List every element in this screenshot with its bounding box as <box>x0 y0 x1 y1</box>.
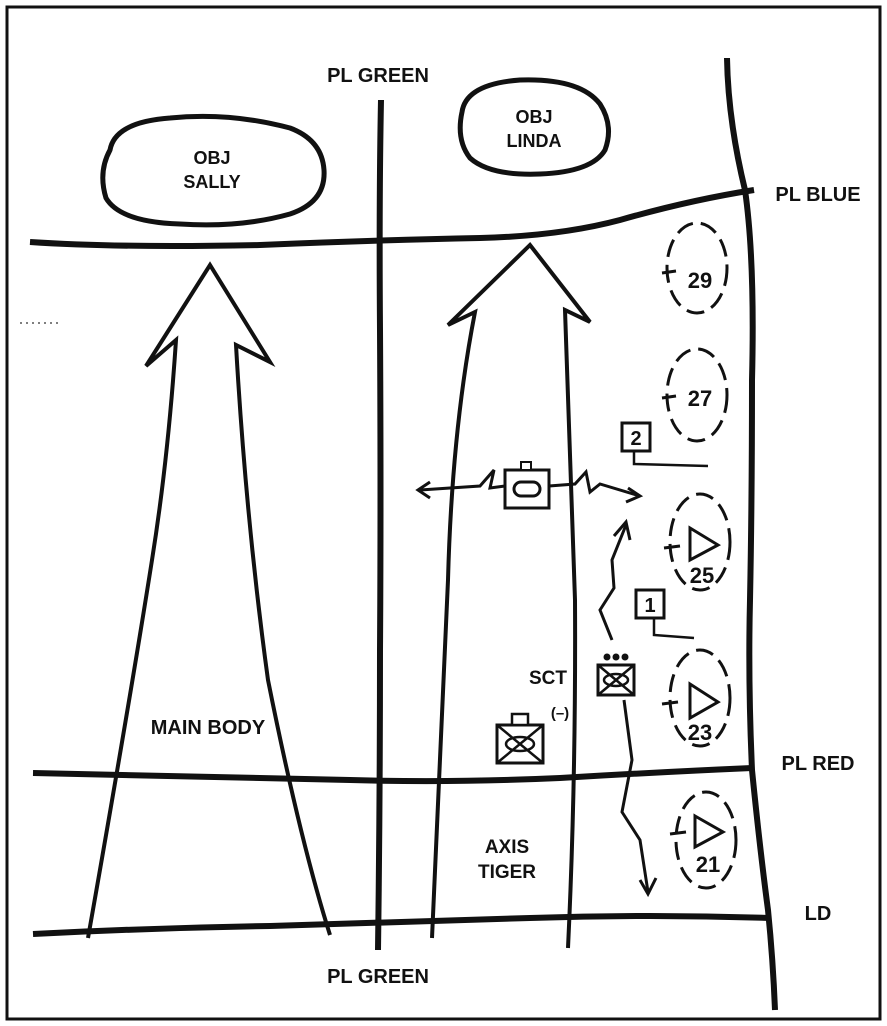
reduced-label: (–) <box>551 705 569 722</box>
position-25: 25 <box>663 492 732 592</box>
pl-blue-line <box>29 187 755 249</box>
pl-green-top-label: PL GREEN <box>327 65 429 87</box>
pl-green-line <box>375 99 384 951</box>
obj-sally-label-1: OBJ <box>193 148 230 168</box>
marker-1-label: 1 <box>644 595 655 617</box>
axis-tiger-arrow <box>430 242 592 949</box>
main-body-arrow <box>86 261 332 939</box>
marker-1: 1 <box>634 588 695 640</box>
arrow-right-icon <box>625 486 644 504</box>
triangle-icon <box>693 813 727 850</box>
reduced-unit-symbol: (–) <box>495 705 569 765</box>
marker-2-label: 2 <box>630 428 641 450</box>
obj-sally-outline <box>100 113 327 228</box>
position-21-number: 21 <box>696 852 720 877</box>
arrow-down-icon <box>638 877 658 898</box>
position-27: 27 <box>661 347 729 443</box>
axis-label-1: AXIS <box>485 837 529 858</box>
position-29: 29 <box>661 221 729 315</box>
pl-red-line <box>32 765 753 785</box>
axis-label-2: TIGER <box>478 862 536 883</box>
obj-linda-label-1: OBJ <box>515 107 552 127</box>
pl-red-label: PL RED <box>782 753 855 775</box>
pl-blue-label: PL BLUE <box>775 184 860 206</box>
obj-sally-label-2: SALLY <box>183 172 240 192</box>
triangle-icon <box>688 525 722 563</box>
arrow-up-icon <box>612 518 632 541</box>
sct-label: SCT <box>529 668 567 689</box>
main-body-label: MAIN BODY <box>151 717 266 739</box>
position-23-number: 23 <box>688 720 712 745</box>
command-post-symbol <box>415 461 644 510</box>
position-25-number: 25 <box>690 563 714 588</box>
ld-line <box>32 913 771 937</box>
position-21: 21 <box>669 790 738 890</box>
position-29-number: 29 <box>688 268 712 293</box>
marker-2: 2 <box>620 421 709 468</box>
position-27-number: 27 <box>688 386 712 411</box>
sct-unit-symbol <box>596 518 658 898</box>
triangle-icon <box>688 681 721 721</box>
ld-label: LD <box>805 903 832 925</box>
pl-green-bottom-label: PL GREEN <box>327 966 429 988</box>
obj-linda-outline <box>457 77 612 177</box>
position-23: 23 <box>661 648 732 748</box>
arrow-left-icon <box>415 480 431 500</box>
right-boundary-line <box>724 57 778 1011</box>
outer-border <box>5 5 882 1021</box>
obj-linda-label-2: LINDA <box>507 131 562 151</box>
